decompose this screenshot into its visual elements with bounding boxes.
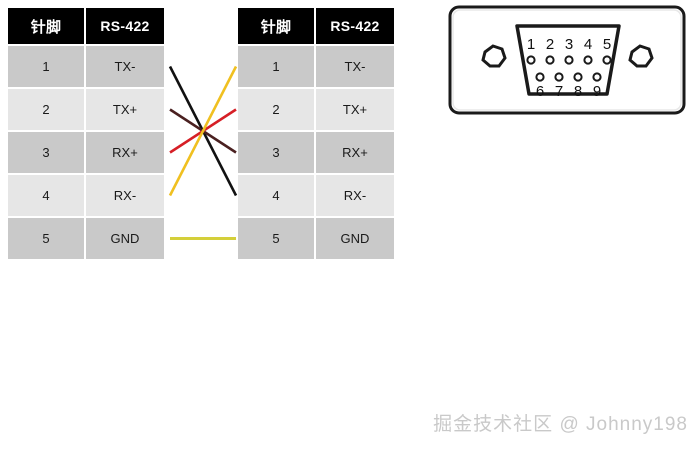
- header-cell-signal: RS-422: [316, 8, 394, 44]
- pinout-table-right: 针脚 RS-422 1 TX- 2 TX+ 3 RX+ 4 RX- 5: [236, 6, 396, 261]
- cell-signal-name: TX-: [316, 46, 394, 87]
- pin-label-8: 8: [574, 83, 582, 100]
- wire-tx-plus-to-rx-plus: [169, 108, 237, 154]
- watermark-text: 掘金技术社区 @ Johnny198: [433, 414, 688, 435]
- pin-label-7: 7: [555, 83, 563, 100]
- pin-label-3: 3: [565, 36, 573, 53]
- table-row: 2 TX+: [8, 89, 164, 130]
- header-cell-pin: 针脚: [8, 8, 84, 44]
- cell-signal-name: TX+: [316, 89, 394, 130]
- cell-pin-number: 2: [238, 89, 314, 130]
- pin-label-4: 4: [584, 36, 592, 53]
- pin-number-labels-bottom: 6 7 8 9: [536, 83, 601, 100]
- pin-label-2: 2: [546, 36, 554, 53]
- cell-signal-name: RX+: [316, 132, 394, 173]
- table-row: 3 RX+: [238, 132, 394, 173]
- pin-label-1: 1: [527, 36, 535, 53]
- table-row: 5 GND: [8, 218, 164, 259]
- wire-rx-plus-to-tx-plus: [169, 108, 237, 154]
- cell-pin-number: 1: [8, 46, 84, 87]
- cell-pin-number: 5: [238, 218, 314, 259]
- db9-connector-diagram: 1 2 3 4 5 6 7 8 9: [448, 5, 686, 115]
- cell-pin-number: 2: [8, 89, 84, 130]
- table-row: 2 TX+: [238, 89, 394, 130]
- connector-shell-highlight: [452, 9, 682, 111]
- cell-pin-number: 4: [8, 175, 84, 216]
- header-cell-signal: RS-422: [86, 8, 164, 44]
- table-row: 5 GND: [238, 218, 394, 259]
- table-header-row: 针脚 RS-422: [8, 8, 164, 44]
- pin-holes-top-row: [526, 55, 612, 65]
- header-cell-pin: 针脚: [238, 8, 314, 44]
- cell-signal-name: GND: [316, 218, 394, 259]
- pin-number-labels-top: 1 2 3 4 5: [527, 36, 611, 53]
- pin-label-6: 6: [536, 83, 544, 100]
- pinout-table-left: 针脚 RS-422 1 TX- 2 TX+ 3 RX+ 4 RX- 5: [6, 6, 166, 261]
- cell-pin-number: 3: [8, 132, 84, 173]
- cell-signal-name: RX-: [316, 175, 394, 216]
- table-row: 4 RX-: [8, 175, 164, 216]
- table-row: 4 RX-: [238, 175, 394, 216]
- cell-pin-number: 4: [238, 175, 314, 216]
- wire-rx-minus-to-tx-minus: [168, 65, 238, 197]
- cell-signal-name: RX-: [86, 175, 164, 216]
- cell-signal-name: RX+: [86, 132, 164, 173]
- wire-tx-minus-to-rx-minus: [168, 65, 238, 197]
- cell-pin-number: 1: [238, 46, 314, 87]
- cell-signal-name: GND: [86, 218, 164, 259]
- pin-label-9: 9: [593, 83, 601, 100]
- table-header-row: 针脚 RS-422: [238, 8, 394, 44]
- pin-holes-bottom-row: [535, 72, 602, 82]
- cell-pin-number: 5: [8, 218, 84, 259]
- pin-label-5: 5: [603, 36, 611, 53]
- table-row: 1 TX-: [238, 46, 394, 87]
- cell-signal-name: TX+: [86, 89, 164, 130]
- screw-hole-left-icon: [481, 44, 507, 68]
- screw-hole-right-icon: [628, 44, 654, 68]
- cell-signal-name: TX-: [86, 46, 164, 87]
- cell-pin-number: 3: [238, 132, 314, 173]
- table-row: 1 TX-: [8, 46, 164, 87]
- table-row: 3 RX+: [8, 132, 164, 173]
